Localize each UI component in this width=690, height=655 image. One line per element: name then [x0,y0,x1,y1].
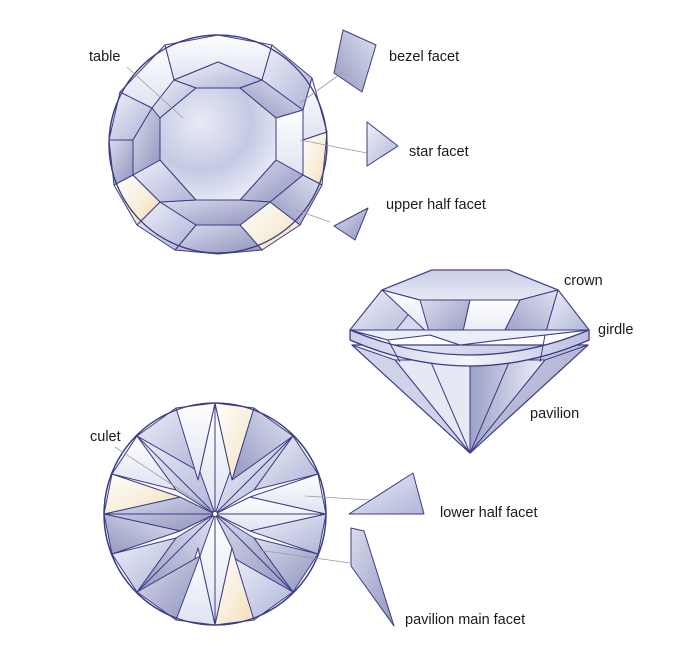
table-leader [126,66,184,119]
label-lower-half-facet: lower half facet [440,505,538,521]
lower-half-facet-leader [304,495,371,501]
table-shape [159,87,277,201]
lower-half-facet-shape [103,473,181,515]
pavilion-facet-shape [351,344,471,454]
pavilion-facet-shape [469,344,589,454]
lower-half-facet-shape [231,407,294,481]
label-upper-half-facet: upper half facet [386,197,486,213]
lower-half-facet-shape [249,473,327,515]
bezel-facet-leader [299,71,344,104]
star-facet-piece [366,121,399,167]
label-bezel-facet: bezel facet [389,49,459,65]
lower-half-facet-shape [253,435,319,491]
culet-leader [114,446,213,512]
star-facet-leader [299,139,368,154]
pavilion-main-facet-leader [257,549,351,564]
label-star-facet: star facet [409,144,469,160]
pavilion-bottom-view [103,402,327,626]
pavilion-main-facet-piece [350,527,395,627]
crown-top-view [108,34,328,255]
bezel-facet-piece [333,29,377,93]
crown-table-shape [381,269,559,301]
lower-half-facet-shape [111,537,177,593]
label-girdle: girdle [598,322,633,338]
girdle-shape [349,329,590,367]
lower-half-facet-shape [249,513,327,555]
label-pavilion: pavilion [530,406,579,422]
lower-half-facet-shape [136,555,201,621]
culet-point [211,510,219,518]
label-table: table [89,49,120,65]
label-pavilion-main-facet: pavilion main facet [405,612,525,628]
upper-half-facet-piece [333,207,369,241]
label-crown: crown [564,273,603,289]
lower-half-facet-shape [103,513,181,555]
diamond-side-view [349,269,590,454]
upper-half-facet-leader [295,209,331,223]
lower-half-facet-piece [348,472,425,515]
lower-half-facet-shape [214,547,255,626]
lower-half-facet-shape [175,402,216,481]
label-culet: culet [90,429,121,445]
